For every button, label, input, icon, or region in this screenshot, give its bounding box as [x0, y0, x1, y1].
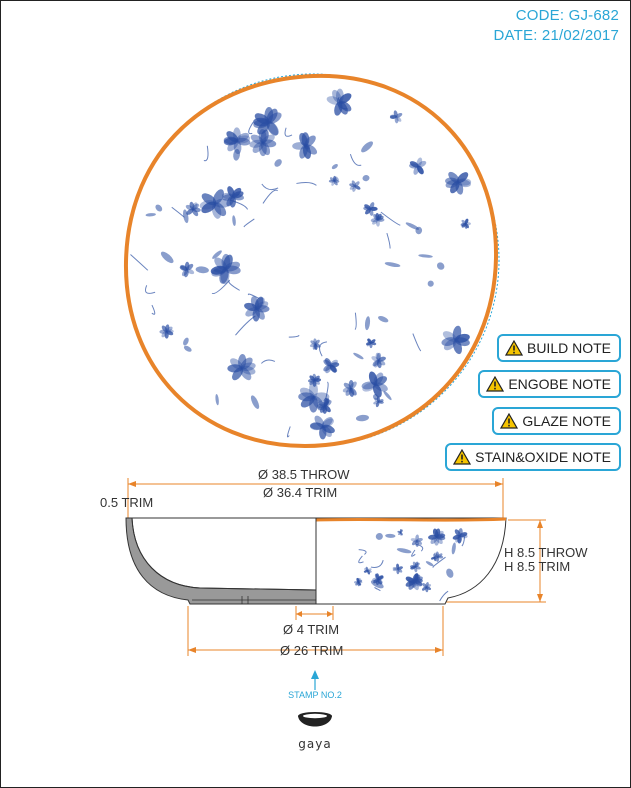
engobe-note-button[interactable]: ENGOBE NOTE — [478, 370, 621, 398]
glaze-note-button[interactable]: GLAZE NOTE — [492, 407, 621, 435]
warning-icon — [453, 449, 472, 465]
engobe-note-label: ENGOBE NOTE — [508, 376, 611, 392]
stain-oxide-note-label: STAIN&OXIDE NOTE — [475, 449, 611, 465]
plate-rim — [123, 73, 499, 449]
rim-trim-label: 0.5 TRIM — [100, 495, 154, 510]
warning-icon — [504, 340, 523, 356]
floral-pattern — [130, 88, 472, 440]
foot-trim-label: Ø 26 TRIM — [280, 643, 344, 658]
brand-logo-text: gaya — [298, 737, 332, 751]
warning-icon — [486, 376, 505, 392]
inner-foot-trim-label: Ø 4 TRIM — [283, 622, 340, 637]
drawing-code: CODE: GJ-682 — [515, 7, 619, 24]
height-trim-label: H 8.5 TRIM — [504, 559, 571, 574]
stain-oxide-note-button[interactable]: STAIN&OXIDE NOTE — [445, 443, 621, 471]
build-note-label: BUILD NOTE — [526, 340, 611, 356]
bowl-side-section — [125, 478, 546, 656]
diameter-trim-label: Ø 36.4 TRIM — [263, 485, 338, 500]
glaze-note-label: GLAZE NOTE — [522, 413, 611, 429]
build-note-button[interactable]: BUILD NOTE — [496, 334, 621, 362]
warning-icon — [500, 413, 519, 429]
height-throw-label: H 8.5 THROW — [504, 545, 588, 560]
gaya-logo-icon — [298, 712, 332, 727]
diameter-throw-label: Ø 38.5 THROW — [258, 467, 350, 482]
side-floral-pattern — [353, 528, 468, 602]
stamp-arrow — [311, 670, 319, 690]
drawing-date: DATE: 21/02/2017 — [493, 27, 619, 44]
plate-top-view — [123, 73, 500, 449]
stamp-label: STAMP NO.2 — [288, 690, 342, 700]
